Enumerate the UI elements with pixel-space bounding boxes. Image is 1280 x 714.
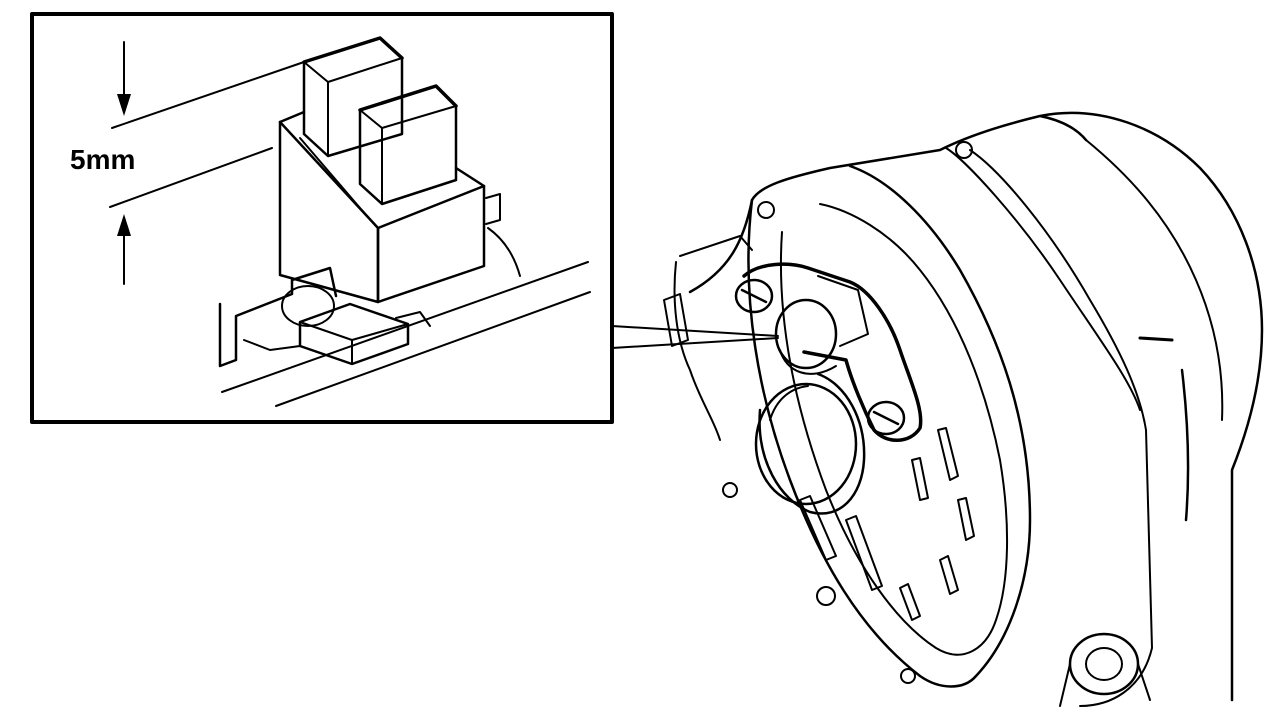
bearing-cap — [754, 372, 866, 515]
brush-cap — [774, 298, 838, 375]
mount-hole-base — [900, 668, 916, 684]
screw-lower — [866, 400, 906, 436]
cooling-slots — [799, 427, 975, 621]
inset-frame — [30, 12, 614, 424]
alternator-end-face — [747, 164, 1032, 688]
mount-hole-bottom — [816, 586, 836, 606]
dimension-label: 5mm — [70, 144, 136, 175]
terminal-base — [218, 261, 591, 407]
callout-leader-lines — [611, 325, 779, 349]
brush-holder — [278, 110, 521, 304]
mount-hole-top-left — [757, 201, 775, 219]
extension-line-top — [111, 61, 305, 129]
carbon-brush-front — [358, 84, 458, 206]
brush-holder-assembly — [734, 262, 923, 515]
screw-upper — [734, 278, 774, 314]
dimension-arrow-top — [117, 41, 131, 116]
mounting-eye — [1059, 632, 1151, 707]
alternator — [663, 111, 1264, 707]
mount-hole-left — [722, 482, 738, 498]
alternator-housing — [688, 111, 1264, 702]
mount-hole-top — [955, 141, 973, 159]
carbon-brush-rear — [302, 36, 404, 158]
alternator-shaft — [1138, 336, 1174, 342]
extension-line-bottom — [109, 147, 273, 208]
dimension-arrow-bottom — [117, 214, 131, 285]
inset-detail — [30, 12, 614, 424]
